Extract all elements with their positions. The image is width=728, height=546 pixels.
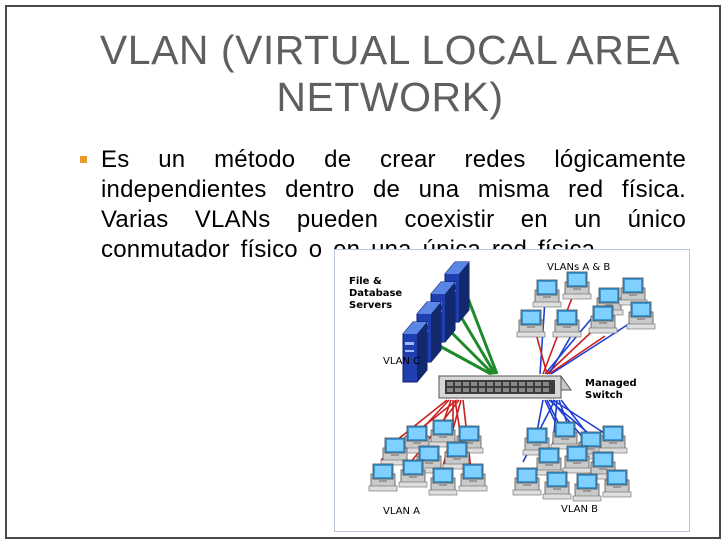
slide-frame — [5, 5, 721, 539]
vlan-a-label: VLAN A — [383, 506, 420, 517]
managed-switch — [438, 375, 572, 399]
title-line-1: VLAN (VIRTUAL LOCAL AREA — [99, 27, 681, 73]
switch-label-line-2: Switch — [585, 390, 623, 401]
vlan-c-label: VLAN C — [383, 356, 420, 367]
servers-label-line-2: Database — [349, 288, 402, 299]
vlan-diagram: File & Database Servers VLAN C VLANs A &… — [334, 249, 690, 532]
vlan-b-computers — [512, 421, 632, 502]
bullet-marker-icon — [80, 156, 87, 163]
vlans-ab-computers — [516, 271, 656, 338]
vlan-a-computers — [368, 419, 488, 496]
switch-label-line-1: Managed — [585, 378, 637, 389]
bullet-list: Es un método de crear redes lógicamente … — [80, 145, 686, 265]
bullet-text: Es un método de crear redes lógicamente … — [101, 146, 686, 263]
vlans-ab-label: VLANs A & B — [547, 262, 610, 273]
servers-label-line-3: Servers — [349, 300, 392, 311]
vlan-diagram-svg: File & Database Servers VLAN C VLANs A &… — [349, 261, 656, 517]
vlan-ab-links — [534, 289, 636, 375]
vlan-b-label: VLAN B — [561, 504, 598, 515]
servers-label-line-1: File & — [349, 276, 382, 287]
slide-title: VLAN (VIRTUAL LOCAL AREA NETWORK) — [60, 27, 720, 121]
title-line-2: NETWORK) — [276, 74, 504, 120]
